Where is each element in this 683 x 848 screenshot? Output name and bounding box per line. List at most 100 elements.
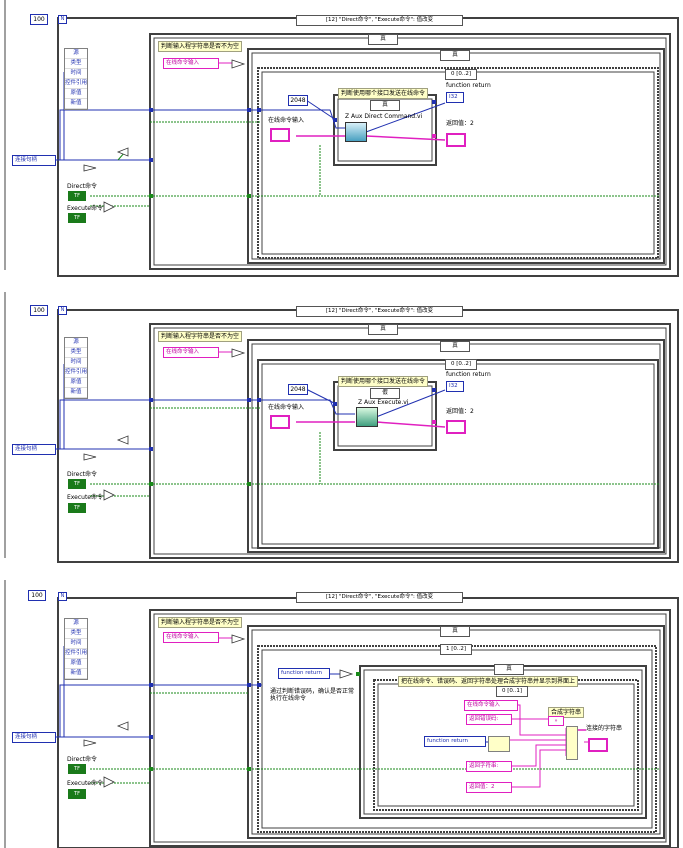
- comment-check-empty: 判断输入程字符串是否不为空: [158, 617, 243, 628]
- case-selector-true[interactable]: 真: [440, 626, 470, 637]
- connect-handle-local[interactable]: 连接句柄: [12, 732, 56, 743]
- event-data-ctlref: 控件引用: [65, 79, 87, 89]
- direct-command-terminal[interactable]: TF: [68, 479, 86, 489]
- event-case-selector[interactable]: [12] "Direct命令", "Execute命令": 值改变: [296, 592, 463, 603]
- case-selector-true[interactable]: 真: [368, 324, 398, 335]
- comment-concat: 把在线命令、错误码、返回字符串处理合成字符串并显示到界面上: [398, 676, 579, 687]
- comment-which-port: 判断使用哪个接口发送在线命令: [338, 376, 429, 387]
- port-constant-2048[interactable]: 2048: [288, 384, 308, 395]
- event-data-oldval: 原值: [65, 659, 87, 669]
- event-data-ctlref: 控件引用: [65, 368, 87, 378]
- comment-which-port: 判断使用哪个接口发送在线命令: [338, 88, 429, 99]
- comment-concat-string: 合成字符串: [548, 707, 585, 718]
- subvi-label: Z Aux Execute.vi: [358, 399, 409, 406]
- loop-count-constant[interactable]: 100: [30, 14, 48, 25]
- loop-count-constant[interactable]: 100: [28, 590, 46, 601]
- concat-result-indicator: [588, 738, 608, 752]
- sequence-inner-selector[interactable]: 0 [0..1]: [496, 686, 528, 697]
- event-data-oldval: 原值: [65, 89, 87, 99]
- direct-command-label: Direct命令: [67, 183, 97, 190]
- loop-count-terminal: N: [58, 306, 67, 315]
- case-selector-true-inner[interactable]: 真: [440, 50, 470, 61]
- event-data-node: 源 类型 时间 控件引用 原值 新值: [64, 48, 88, 110]
- comment-check-empty: 判断输入程字符串是否不为空: [158, 41, 243, 52]
- sequence-frame-selector[interactable]: 0 [0..2]: [445, 69, 477, 80]
- connect-handle-local[interactable]: 连接句柄: [12, 155, 56, 166]
- loop-count-constant[interactable]: 100: [30, 305, 48, 316]
- function-return-indicator: I32: [446, 381, 464, 392]
- case-selector-true-inner[interactable]: 真: [440, 341, 470, 352]
- event-data-type: 类型: [65, 348, 87, 358]
- event-data-ctlref: 控件引用: [65, 649, 87, 659]
- direct-command-terminal[interactable]: TF: [68, 191, 86, 201]
- event-case-selector[interactable]: [12] "Direct命令", "Execute命令": 值改变: [296, 306, 463, 317]
- sequence-frame-selector[interactable]: 1 [0..2]: [440, 644, 472, 655]
- return-value-indicator: [446, 133, 466, 147]
- function-return-local[interactable]: function return: [278, 668, 330, 679]
- execute-command-label: Execute命令: [67, 205, 103, 212]
- execute-command-terminal[interactable]: TF: [68, 213, 86, 223]
- sequence-frame-selector[interactable]: 0 [0..2]: [445, 359, 477, 370]
- loop-count-terminal: N: [58, 15, 67, 24]
- function-return-label: function return: [446, 82, 491, 89]
- event-data-time: 时间: [65, 358, 87, 368]
- event-data-time: 时间: [65, 69, 87, 79]
- concat-strings-node: [566, 726, 578, 760]
- execute-command-terminal[interactable]: TF: [68, 789, 86, 799]
- comment-check-empty: 判断输入程字符串是否不为空: [158, 331, 243, 342]
- execute-command-label: Execute命令: [67, 780, 103, 787]
- execute-command-label: Execute命令: [67, 494, 103, 501]
- return-value-label: 返回值：2: [446, 408, 474, 415]
- return-value-const[interactable]: 返回值：2: [466, 782, 512, 793]
- connect-handle-local[interactable]: 连接句柄: [12, 444, 56, 455]
- direct-command-label: Direct命令: [67, 756, 97, 763]
- online-cmd-local-1[interactable]: 在线命令输入: [163, 58, 219, 69]
- return-string-const[interactable]: 返回字符串:: [466, 761, 512, 772]
- event-data-oldval: 原值: [65, 378, 87, 388]
- execute-subvi[interactable]: [356, 407, 378, 427]
- concat-result-label: 连接的字符串: [586, 725, 623, 732]
- online-cmd-label: 在线命令输入: [268, 117, 305, 124]
- comment-judge-error: 通过判断错误码，确认是否正常执行在线命令: [270, 688, 356, 702]
- event-data-source: 源: [65, 49, 87, 59]
- online-cmd-terminal[interactable]: [270, 128, 290, 142]
- concat-node-small: »: [548, 716, 564, 726]
- function-return-indicator: I32: [446, 92, 464, 103]
- online-cmd-local-1[interactable]: 在线命令输入: [163, 632, 219, 643]
- direct-command-label: Direct命令: [67, 471, 97, 478]
- number-to-string-node: [488, 736, 510, 752]
- return-value-label: 返回值：2: [446, 120, 474, 127]
- event-data-node: 源 类型 时间 控件引用 原值 新值: [64, 618, 88, 680]
- case-selector-inner2[interactable]: 假: [370, 388, 400, 399]
- event-data-node: 源 类型 时间 控件引用 原值 新值: [64, 337, 88, 399]
- block-diagram-panel-3: 100 N [12] "Direct命令", "Execute命令": 值改变 …: [0, 580, 683, 848]
- block-diagram-panel-1: 100 N [12] "Direct命令", "Execute命令": 值改变 …: [0, 0, 683, 278]
- online-cmd-terminal[interactable]: [270, 415, 290, 429]
- block-diagram-panel-2: 100 N [12] "Direct命令", "Execute命令": 值改变 …: [0, 292, 683, 566]
- event-data-source: 源: [65, 338, 87, 348]
- port-constant-2048[interactable]: 2048: [288, 95, 308, 106]
- event-data-source: 源: [65, 619, 87, 629]
- event-data-type: 类型: [65, 629, 87, 639]
- return-value-indicator: [446, 420, 466, 434]
- event-data-newval: 新值: [65, 388, 87, 398]
- return-error-code-const[interactable]: 返回错误码:: [466, 714, 512, 725]
- case-selector-inner[interactable]: 真: [494, 664, 524, 675]
- direct-command-terminal[interactable]: TF: [68, 764, 86, 774]
- execute-command-terminal[interactable]: TF: [68, 503, 86, 513]
- direct-command-subvi[interactable]: [345, 122, 367, 142]
- function-return-local-2[interactable]: function return: [424, 736, 486, 747]
- online-cmd-label: 在线命令输入: [268, 404, 305, 411]
- event-data-newval: 新值: [65, 669, 87, 679]
- online-cmd-local-2[interactable]: 在线命令输入: [464, 700, 518, 711]
- case-selector-inner2[interactable]: 真: [370, 100, 400, 111]
- event-data-type: 类型: [65, 59, 87, 69]
- function-return-label: function return: [446, 371, 491, 378]
- event-case-selector[interactable]: [12] "Direct命令", "Execute命令": 值改变: [296, 15, 463, 26]
- online-cmd-local-1[interactable]: 在线命令输入: [163, 347, 219, 358]
- event-data-newval: 新值: [65, 99, 87, 109]
- loop-count-terminal: N: [58, 592, 67, 601]
- wires-and-frames-2: [4, 292, 679, 563]
- case-selector-true[interactable]: 真: [368, 34, 398, 45]
- wires-and-frames-1: [4, 0, 679, 277]
